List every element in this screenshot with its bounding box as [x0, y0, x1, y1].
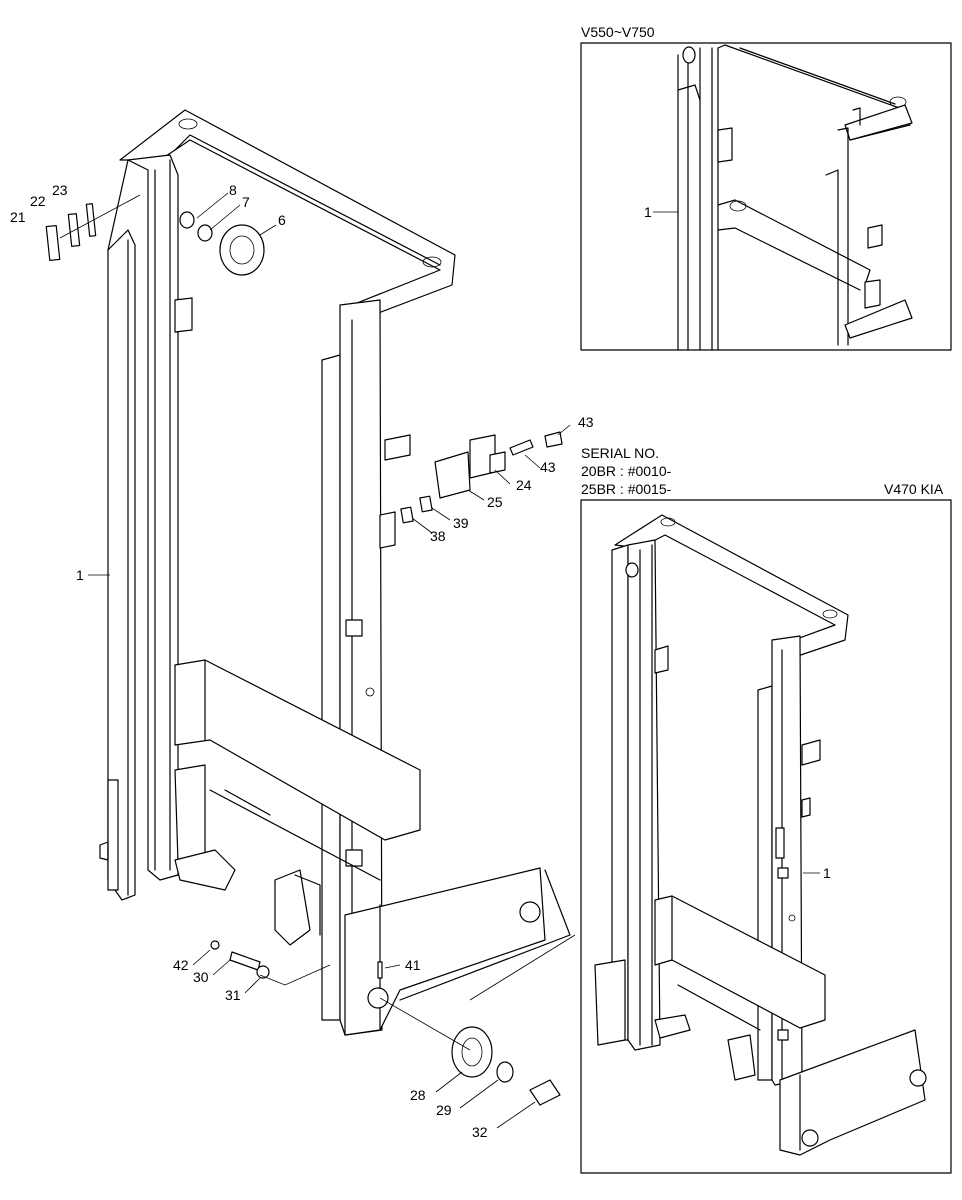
callout-31: 31	[225, 987, 241, 1003]
callout-24: 24	[516, 477, 532, 493]
inset-bottom-callout-1: 1	[823, 865, 831, 881]
callout-8: 8	[229, 182, 237, 198]
callout-1: 1	[76, 567, 84, 583]
callout-29: 29	[436, 1102, 452, 1118]
callout-leaders	[88, 192, 571, 1129]
callout-32: 32	[472, 1124, 488, 1140]
callout-7: 7	[242, 194, 250, 210]
serial-line2: 20BR : #0010-	[581, 463, 672, 479]
callout-42: 42	[173, 957, 189, 973]
callout-38: 38	[430, 528, 446, 544]
serial-line1: SERIAL NO.	[581, 445, 659, 461]
callout-28: 28	[410, 1087, 426, 1103]
callout-6: 6	[278, 212, 286, 228]
serial-line3: 25BR : #0015-	[581, 481, 672, 497]
callout-21: 21	[10, 209, 26, 225]
inset-bottom-v470-kia: V470 KIA 1	[580, 481, 952, 1174]
callout-39: 39	[453, 515, 469, 531]
parts-exploded	[45, 194, 576, 1106]
callout-43b: 43	[540, 459, 556, 475]
callout-23: 23	[52, 182, 68, 198]
callout-30: 30	[193, 969, 209, 985]
inset-bottom-title: V470 KIA	[884, 481, 944, 497]
inset-top-callout-1: 1	[644, 204, 652, 220]
serial-info: SERIAL NO. 20BR : #0010- 25BR : #0015-	[581, 445, 672, 497]
inset-top-title: V550~V750	[581, 24, 655, 40]
main-mast-assembly	[99, 109, 571, 1036]
callout-25: 25	[487, 494, 503, 510]
callout-41: 41	[405, 957, 421, 973]
inset-top-v550-v750: V550~V750 1	[580, 24, 952, 351]
callout-43a: 43	[578, 414, 594, 430]
callout-labels: 1 8 7 6 21 22 23 43 43 24 25 39 38 42 30…	[10, 182, 594, 1140]
callout-22: 22	[30, 193, 46, 209]
